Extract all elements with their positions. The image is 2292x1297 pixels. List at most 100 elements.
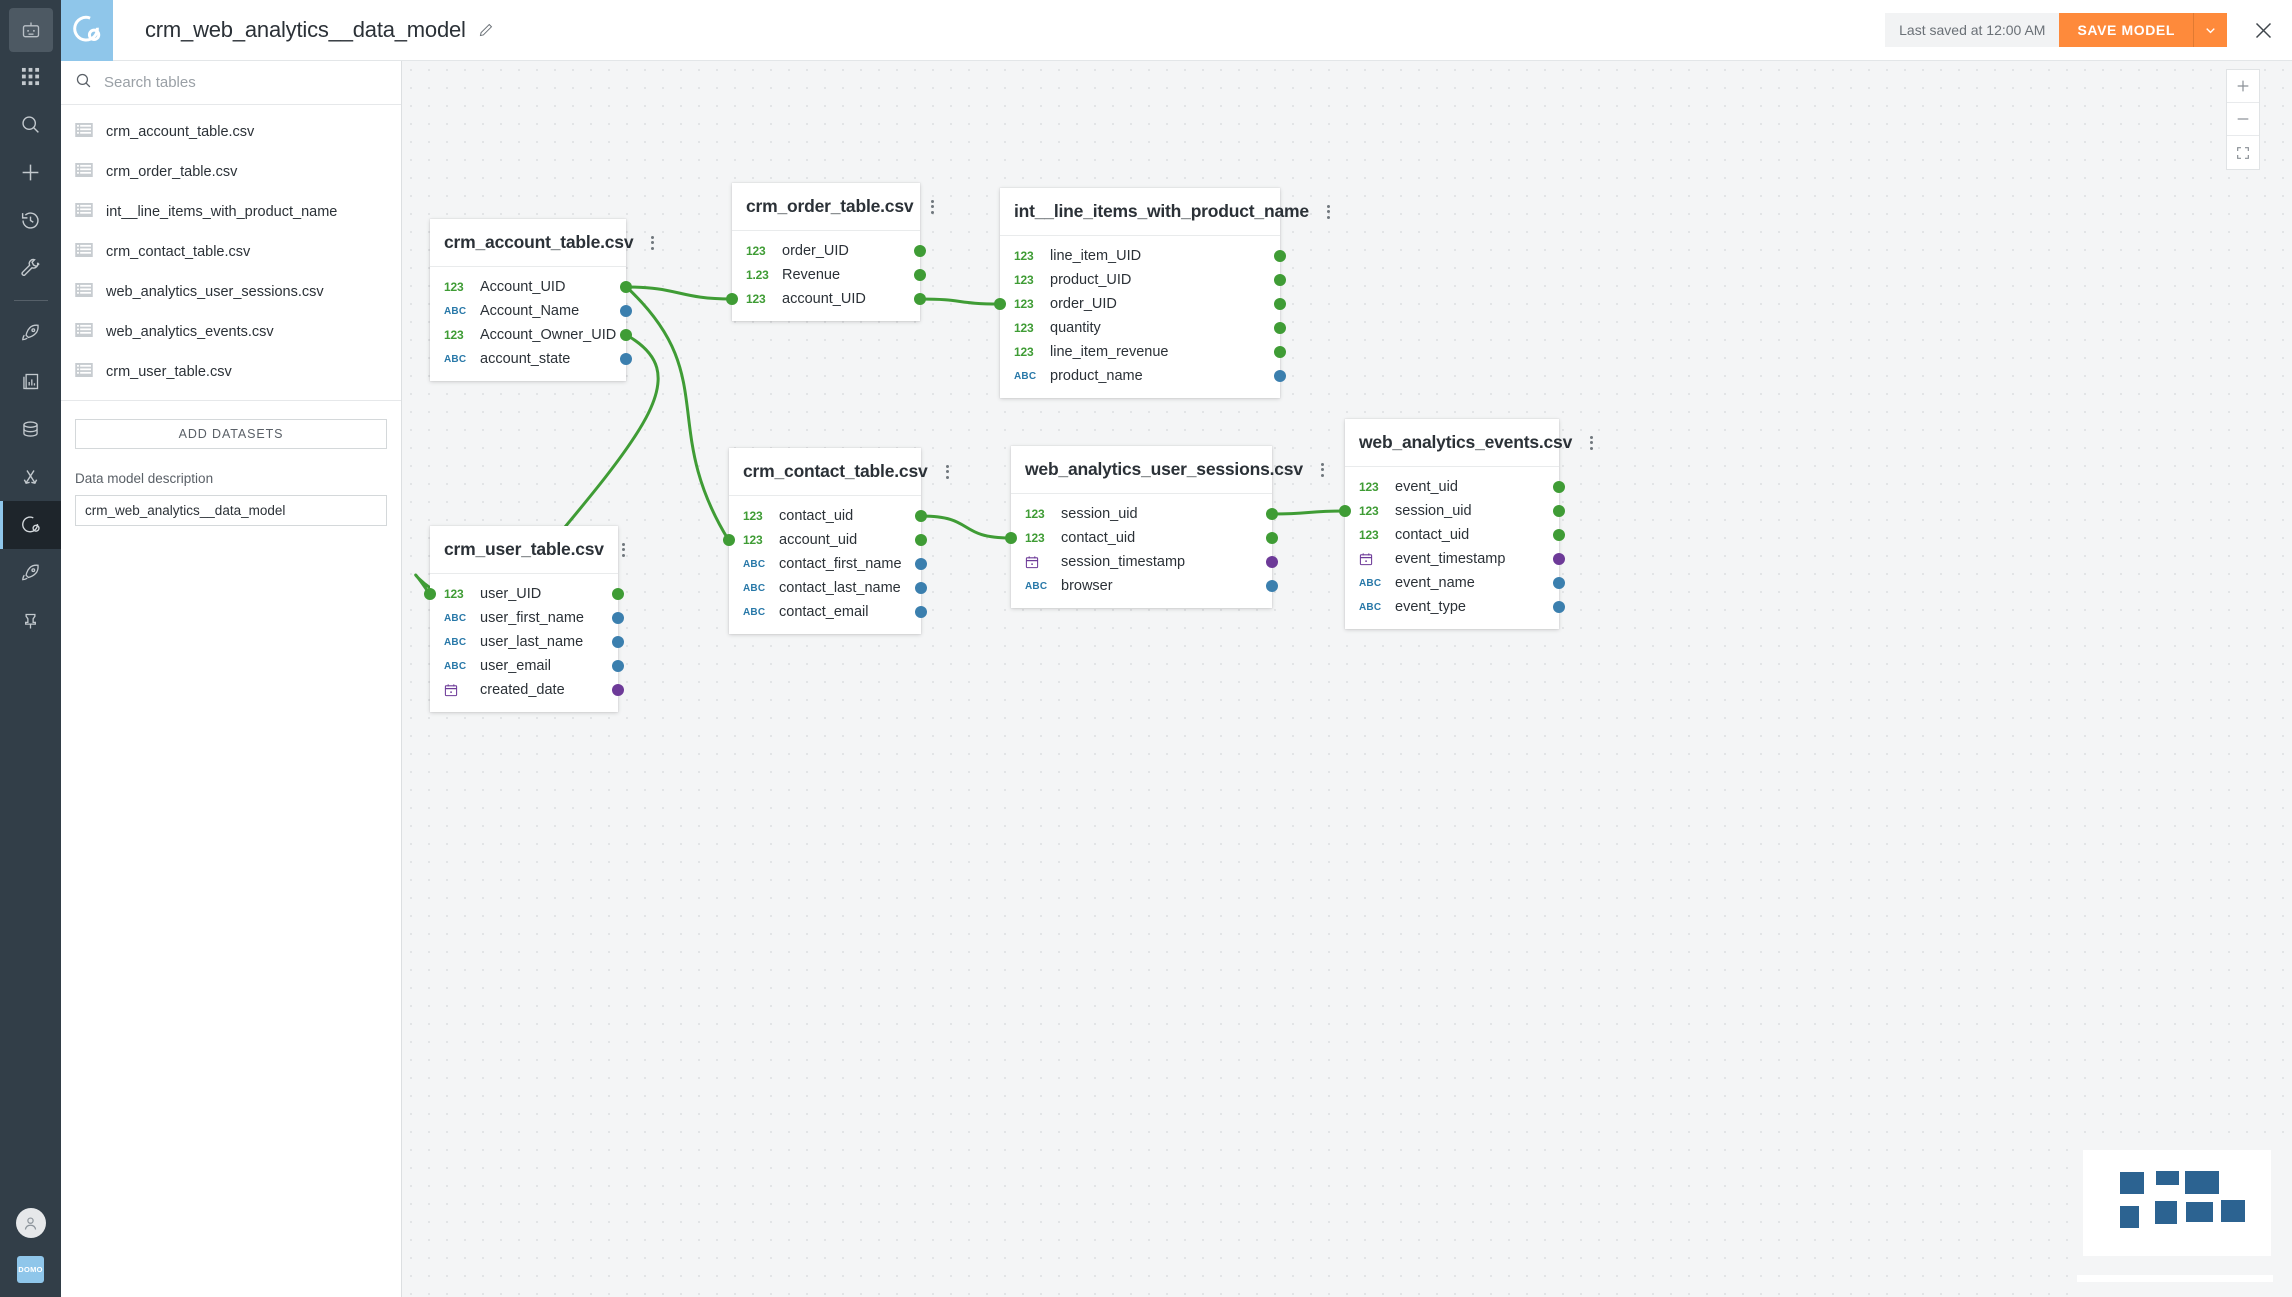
table-field[interactable]: created_date [430,678,624,702]
fit-screen-button[interactable] [2227,136,2259,169]
field-connector-right[interactable] [1553,601,1565,613]
model-canvas[interactable]: crm_account_table.csv 123 Account_UID AB… [402,61,2292,1297]
table-field[interactable]: 123 contact_uid [1005,526,1278,550]
table-node[interactable]: web_analytics_user_sessions.csv 123 sess… [1005,446,1324,608]
field-connector-right[interactable] [915,558,927,570]
field-connector-right[interactable] [620,281,632,293]
field-connector-right[interactable] [1553,481,1565,493]
table-field[interactable]: 123 line_item_UID [1000,244,1286,268]
rocket-icon[interactable] [0,309,61,357]
field-connector-right[interactable] [1274,274,1286,286]
relationship-edge[interactable] [626,285,732,301]
table-field[interactable]: 123 session_uid [1011,502,1278,526]
table-field[interactable]: 123 user_UID [424,582,624,606]
table-field[interactable]: 123 line_item_revenue [1000,340,1286,364]
minimap-scrollbar[interactable] [2077,1275,2273,1282]
kebab-menu-icon[interactable] [1586,434,1597,452]
kebab-menu-icon[interactable] [647,234,658,252]
table-field[interactable]: 123 order_UID [732,239,926,263]
field-connector-right[interactable] [612,612,624,624]
table-node-header[interactable]: int__line_items_with_product_name [1000,188,1330,236]
table-field[interactable]: ABC user_last_name [430,630,624,654]
field-connector-right[interactable] [612,588,624,600]
chevron-down-icon[interactable] [2193,13,2227,47]
table-node[interactable]: crm_contact_table.csv 123 contact_uid 12… [723,448,949,634]
kebab-menu-icon[interactable] [618,541,629,559]
table-node-header[interactable]: web_analytics_events.csv [1345,419,1594,467]
dataset-list-item[interactable]: crm_order_table.csv [61,152,401,192]
table-field[interactable]: 123 account_uid [723,528,927,552]
table-field[interactable]: ABC contact_last_name [729,576,927,600]
field-connector-right[interactable] [1274,370,1286,382]
table-node-header[interactable]: web_analytics_user_sessions.csv [1011,446,1324,494]
table-field[interactable]: ABC contact_email [729,600,927,624]
pin-icon[interactable] [0,597,61,645]
table-field[interactable]: ABC event_type [1345,595,1565,619]
dataset-list-item[interactable]: crm_account_table.csv [61,112,401,152]
field-connector-right[interactable] [612,684,624,696]
table-field[interactable]: 123 Account_Owner_UID [430,323,632,347]
relationship-edge[interactable] [920,297,1000,306]
plus-icon[interactable] [0,148,61,196]
field-connector-right[interactable] [1266,532,1278,544]
table-field[interactable]: ABC user_first_name [430,606,624,630]
table-node-header[interactable]: crm_order_table.csv [732,183,935,231]
dataset-list-item[interactable]: crm_user_table.csv [61,352,401,392]
table-node[interactable]: crm_user_table.csv 123 user_UID ABC user… [424,526,625,712]
dataset-list-item[interactable]: crm_contact_table.csv [61,232,401,272]
user-avatar-icon[interactable] [15,1208,46,1238]
table-field[interactable]: 123 quantity [1000,316,1286,340]
field-connector-left[interactable] [424,588,436,600]
field-connector-right[interactable] [1553,505,1565,517]
table-node-header[interactable]: crm_user_table.csv [430,526,625,574]
field-connector-right[interactable] [1274,298,1286,310]
save-model-button[interactable]: SAVE MODEL [2059,13,2193,47]
field-connector-right[interactable] [612,660,624,672]
field-connector-left[interactable] [726,293,738,305]
table-field[interactable]: 123 Account_UID [430,275,632,299]
database-icon[interactable] [0,405,61,453]
field-connector-right[interactable] [915,534,927,546]
field-connector-right[interactable] [1266,556,1278,568]
dataset-list-item[interactable]: web_analytics_events.csv [61,312,401,352]
table-field[interactable]: 123 event_uid [1345,475,1565,499]
field-connector-right[interactable] [612,636,624,648]
field-connector-right[interactable] [1274,322,1286,334]
pencil-icon[interactable] [478,22,494,38]
field-connector-right[interactable] [1266,580,1278,592]
table-field[interactable]: ABC contact_first_name [729,552,927,576]
kebab-menu-icon[interactable] [927,198,938,216]
table-field[interactable]: 123 order_UID [994,292,1286,316]
data-model-icon[interactable] [0,501,61,549]
table-node[interactable]: crm_order_table.csv 123 order_UID 1.23 R… [726,183,935,321]
field-connector-right[interactable] [914,269,926,281]
minimap[interactable] [2070,1140,2292,1297]
field-connector-right[interactable] [914,293,926,305]
field-connector-right[interactable] [620,353,632,365]
table-node-header[interactable]: crm_account_table.csv [430,219,655,267]
field-connector-right[interactable] [914,245,926,257]
table-field[interactable]: ABC account_state [430,347,632,371]
field-connector-right[interactable] [1274,250,1286,262]
field-connector-right[interactable] [1553,577,1565,589]
table-field[interactable]: 123 contact_uid [729,504,927,528]
history-icon[interactable] [0,196,61,244]
table-node-header[interactable]: crm_contact_table.csv [729,448,949,496]
zoom-in-button[interactable] [2227,70,2259,103]
field-connector-right[interactable] [620,329,632,341]
table-field[interactable]: event_timestamp [1345,547,1565,571]
field-connector-right[interactable] [915,582,927,594]
field-connector-right[interactable] [915,606,927,618]
field-connector-right[interactable] [915,510,927,522]
add-datasets-button[interactable]: ADD DATASETS [75,419,387,449]
search-input[interactable] [104,74,387,91]
dataset-list-item[interactable]: web_analytics_user_sessions.csv [61,272,401,312]
table-node[interactable]: int__line_items_with_product_name 123 li… [994,188,1330,398]
relationship-edge[interactable] [1272,509,1345,516]
relationship-edge[interactable] [625,285,730,541]
relationship-edge[interactable] [921,514,1011,540]
table-field[interactable]: 123 session_uid [1339,499,1565,523]
field-connector-right[interactable] [1553,529,1565,541]
search-icon[interactable] [0,100,61,148]
wrench-icon[interactable] [0,244,61,292]
